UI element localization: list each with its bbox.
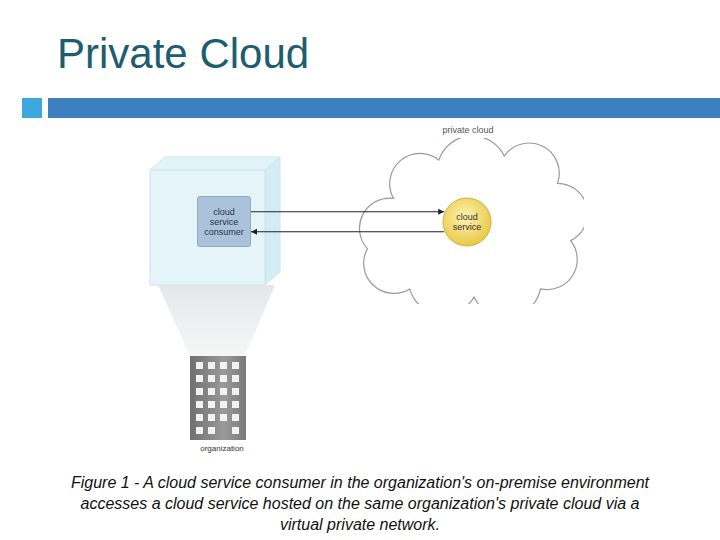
slide-title: Private Cloud (57, 30, 309, 78)
node-label: cloud service (446, 212, 488, 232)
figure-caption: Figure 1 - A cloud service consumer in t… (62, 472, 658, 535)
projection-beam (158, 285, 275, 356)
connector-line (251, 231, 444, 232)
building-windows (196, 362, 239, 434)
connector-arrow (251, 209, 444, 215)
building-label: organization (182, 444, 262, 454)
node-label: cloud service consumer (202, 207, 246, 237)
connector-line (251, 211, 444, 212)
cube-side (265, 157, 280, 285)
cube-top (150, 157, 280, 170)
service-circle: cloud service (442, 197, 492, 247)
circle-fill (443, 198, 491, 246)
cloud-path (359, 138, 584, 304)
arrow-head (251, 229, 257, 235)
consumer-box: cloud service consumer (197, 196, 251, 247)
arrow-head (438, 209, 444, 215)
cube-front (150, 170, 265, 285)
cloud-shape: private cloud cloud service (352, 124, 584, 304)
connector-arrow (251, 229, 444, 235)
building (190, 356, 246, 440)
cloud-label: private cloud (352, 124, 584, 136)
header-square (22, 98, 42, 118)
header-bar (48, 98, 720, 118)
